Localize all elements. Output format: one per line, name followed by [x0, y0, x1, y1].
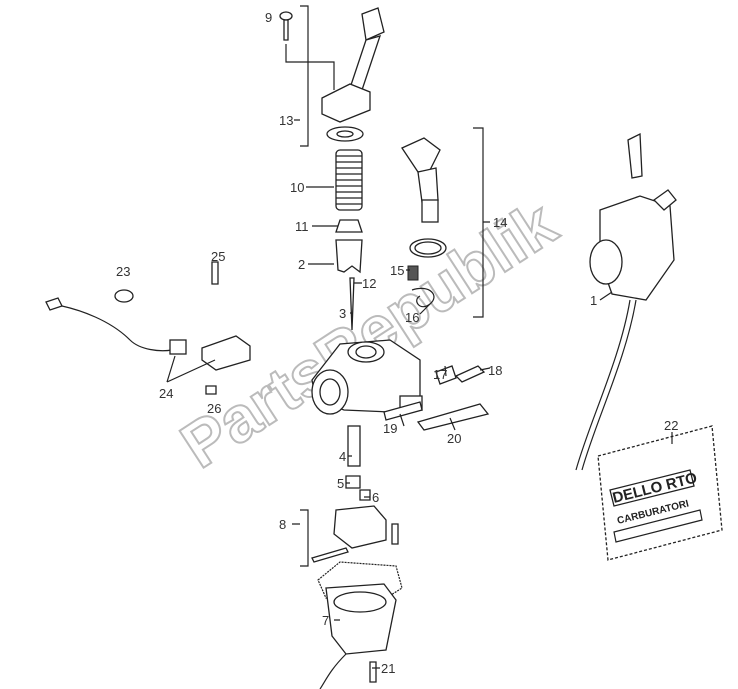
- group-bracket-8: [300, 509, 309, 567]
- instruction-bag-22: DELLO RTO CARBURATORI: [597, 425, 723, 561]
- needle-clip-11: [335, 219, 363, 233]
- watermark: PartsRepublik: [168, 187, 568, 482]
- label-22: 22: [664, 418, 678, 433]
- screw-20: [416, 403, 490, 431]
- screw-9: [279, 11, 293, 41]
- label-7: 7: [322, 613, 329, 628]
- label-13: 13: [279, 113, 293, 128]
- throttle-slide-2: [335, 239, 363, 274]
- leader-9: [285, 44, 335, 90]
- label-12: 12: [362, 276, 376, 291]
- jet-5: [345, 475, 361, 489]
- label-15: 15: [390, 263, 404, 278]
- screw-21: [369, 661, 377, 683]
- label-2: 2: [298, 257, 305, 272]
- clip-23: [114, 289, 134, 303]
- label-26: 26: [207, 401, 221, 416]
- label-6: 6: [372, 490, 379, 505]
- emulsion-tube-4: [347, 425, 361, 467]
- heater-wire-24: [45, 297, 251, 371]
- label-17: 17: [433, 367, 447, 382]
- screw-25: [211, 261, 219, 285]
- label-20: 20: [447, 431, 461, 446]
- label-14: 14: [493, 215, 507, 230]
- label-18: 18: [488, 363, 502, 378]
- label-8: 8: [279, 517, 286, 532]
- label-3: 3: [339, 306, 346, 321]
- label-4: 4: [339, 449, 346, 464]
- label-25: 25: [211, 249, 225, 264]
- carburetor-complete-1: [575, 132, 677, 471]
- label-16: 16: [405, 310, 419, 325]
- group-bracket-13: [300, 5, 309, 147]
- label-11: 11: [295, 219, 309, 234]
- label-1: 1: [590, 293, 597, 308]
- label-9: 9: [265, 10, 272, 25]
- screw-18: [454, 365, 486, 383]
- spring-10: [335, 149, 363, 211]
- carburetor-body: [311, 339, 423, 415]
- label-21: 21: [381, 661, 395, 676]
- float-assembly-8: [311, 505, 399, 563]
- label-19: 19: [383, 421, 397, 436]
- jet-6: [359, 489, 371, 501]
- label-5: 5: [337, 476, 344, 491]
- choke-assembly-14: [401, 137, 447, 308]
- label-24: 24: [159, 386, 173, 401]
- float-bowl-7: [317, 561, 403, 689]
- label-23: 23: [116, 264, 130, 279]
- needle-3: [349, 277, 355, 331]
- label-10: 10: [290, 180, 304, 195]
- spring-19: [383, 401, 423, 421]
- nut-26: [205, 385, 217, 395]
- throttle-cap-assembly: [321, 7, 385, 142]
